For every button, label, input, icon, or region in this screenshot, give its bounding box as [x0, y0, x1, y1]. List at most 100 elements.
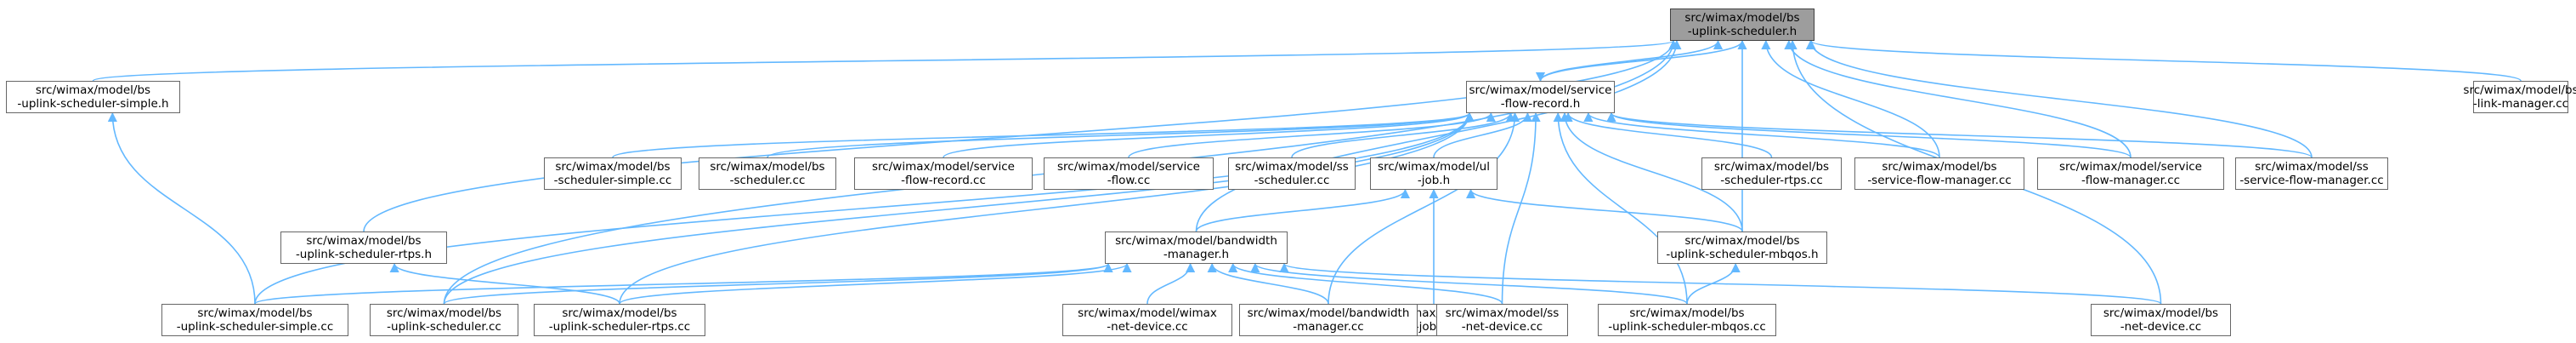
node-label-line: -uplink-scheduler-simple.cc [176, 320, 334, 334]
graph-node-n3[interactable]: src/wimax/model/bs-link-manager.cc [2463, 81, 2576, 113]
graph-node-n14[interactable]: src/wimax/model/bs-uplink-scheduler-rtps… [280, 232, 447, 264]
node-label-line: -scheduler-simple.cc [553, 174, 672, 187]
edge-n19-to-n15 [443, 262, 1113, 305]
node-label-line: -flow-record.cc [901, 174, 986, 187]
edge-n18-to-n2 [254, 111, 1475, 305]
node-label-line: src/wimax/model/wimax [1078, 306, 1217, 320]
graph-node-n4[interactable]: src/wimax/model/bs-scheduler-simple.cc [544, 157, 682, 190]
node-label-line: src/wimax/model/bs [2103, 306, 2219, 320]
graph-node-n10[interactable]: src/wimax/model/bs-scheduler-rtps.cc [1701, 157, 1842, 190]
edge-n17-to-n9 [1466, 188, 1743, 232]
graph-node-n23[interactable]: src/wimax/model/ss-net-device.cc [1436, 304, 1568, 336]
node-label-line: -uplink-scheduler-mbqos.cc [1608, 320, 1766, 334]
graph-node-n5[interactable]: src/wimax/model/bs-scheduler.cc [699, 157, 836, 190]
edge-n22-to-n2 [1328, 111, 1520, 305]
node-label-line: src/wimax/model/bs [710, 160, 825, 174]
edge-layer [92, 39, 2522, 305]
graph-node-n12[interactable]: src/wimax/model/service-flow-manager.cc [2037, 157, 2224, 190]
edge-n20-to-n14 [389, 262, 620, 305]
node-label-line: -scheduler.cc [729, 174, 806, 187]
node-label-line: src/wimax/model/bandwidth [1115, 234, 1277, 248]
edge-n18-to-n15 [254, 262, 1113, 305]
node-label-line: -net-device.cc [2120, 320, 2202, 334]
node-label-line: src/wimax/model/bs [2463, 83, 2576, 97]
edge-n22-to-n15 [1207, 262, 1329, 305]
graph-node-n15[interactable]: src/wimax/model/bandwidth-manager.h [1105, 232, 1288, 264]
node-label-line: -service-flow-manager.cc [2239, 174, 2384, 187]
node-label-line: src/wimax/model/service [872, 160, 1015, 174]
edge-n25-to-n15 [1279, 262, 2162, 305]
node-label-line: src/wimax/model/bs [1629, 306, 1745, 320]
node-label-line: src/wimax/model/bs [555, 160, 671, 174]
node-label-line: src/wimax/model/service [1469, 83, 1612, 97]
node-label-line: src/wimax/model/bandwidth [1247, 306, 1410, 320]
node-label-line: src/wimax/model/bs [1684, 234, 1800, 248]
edge-n15-to-n0 [1195, 39, 1682, 232]
node-label-line: src/wimax/model/ss [1235, 160, 1349, 174]
edge-n8-to-n2 [1291, 111, 1515, 158]
graph-node-n19[interactable]: src/wimax/model/bs-uplink-scheduler.cc [370, 304, 518, 336]
edge-n3-to-n0 [1806, 39, 2522, 82]
edge-n13-to-n0 [1805, 39, 2313, 158]
graph-node-n20[interactable]: src/wimax/model/bs-uplink-scheduler-rtps… [534, 304, 705, 336]
graph-node-n8[interactable]: src/wimax/model/ss-scheduler.cc [1228, 157, 1356, 190]
node-label-line: src/wimax/model/service [1057, 160, 1200, 174]
edge-n10-to-n2 [1563, 111, 1773, 158]
graph-node-n2[interactable]: src/wimax/model/service-flow-record.h [1466, 81, 1615, 113]
graph-node-n1[interactable]: src/wimax/model/bs-uplink-scheduler-simp… [6, 81, 180, 113]
node-label-line: src/wimax/model/bs [197, 306, 313, 320]
node-label-line: -uplink-scheduler-rtps.h [295, 248, 433, 261]
graph-node-n25[interactable]: src/wimax/model/bs-net-device.cc [2091, 304, 2231, 336]
graph-node-n24[interactable]: src/wimax/model/bs-uplink-scheduler-mbqo… [1598, 304, 1776, 336]
node-label-line: src/wimax/model/ss [1445, 306, 1560, 320]
node-label-line: -link-manager.cc [2472, 97, 2569, 111]
edge-n6-to-n2 [943, 111, 1475, 158]
edge-n18-to-n1 [107, 111, 256, 305]
edge-n0-to-n2 [1536, 40, 1743, 83]
graph-node-n18[interactable]: src/wimax/model/bs-uplink-scheduler-simp… [161, 304, 348, 336]
edge-n12-to-n2 [1606, 111, 2132, 158]
edge-n1-to-n0 [92, 39, 1678, 82]
graph-node-n21[interactable]: src/wimax/model/wimax-net-device.cc [1062, 304, 1232, 336]
graph-node-n17[interactable]: src/wimax/model/bs-uplink-scheduler-mbqo… [1657, 232, 1827, 264]
edge-n19-to-n2 [443, 111, 1475, 305]
graph-node-n13[interactable]: src/wimax/model/ss-service-flow-manager.… [2235, 157, 2388, 190]
graph-node-n6[interactable]: src/wimax/model/service-flow-record.cc [854, 157, 1033, 190]
node-label-line: -job.h [1417, 174, 1451, 187]
edge-n2-to-n0 [1539, 39, 1724, 82]
node-label-line: -scheduler.cc [1254, 174, 1330, 187]
node-label-line: -scheduler-rtps.cc [1720, 174, 1823, 187]
node-label-line: src/wimax/model/bs [1684, 11, 1800, 25]
edge-n23-to-n15 [1228, 262, 1503, 305]
edge-n21-to-n15 [1146, 262, 1196, 305]
graph-node-n11[interactable]: src/wimax/model/bs-service-flow-manager.… [1854, 157, 2024, 190]
edge-n11-to-n0 [1761, 39, 1940, 158]
graph-node-n22[interactable]: src/wimax/model/bandwidth-manager.cc [1239, 304, 1418, 336]
edge-n24-to-n15 [1250, 262, 1688, 305]
node-label-line: -flow.cc [1107, 174, 1151, 187]
node-label-line: -net-device.cc [1461, 320, 1543, 334]
graph-node-n9[interactable]: src/wimax/model/ul-job.h [1370, 157, 1497, 190]
edge-n17-to-n2 [1560, 111, 1743, 232]
edge-n20-to-n15 [619, 262, 1132, 305]
edge-n20-to-n2 [619, 111, 1475, 305]
node-label-line: -service-flow-manager.cc [1867, 174, 2012, 187]
edge-n4-to-n2 [612, 111, 1475, 158]
node-label-line: -flow-manager.cc [2081, 174, 2181, 187]
edge-n5-to-n2 [767, 111, 1475, 158]
node-label-line: src/wimax/model/bs [1882, 160, 1997, 174]
node-label-line: src/wimax/model/bs [35, 83, 151, 97]
graph-node-n0[interactable]: src/wimax/model/bs-uplink-scheduler.h [1670, 9, 1815, 41]
edge-n12-to-n0 [1784, 39, 2132, 158]
node-label-line: -uplink-scheduler.cc [387, 320, 501, 334]
node-label-line: -manager.cc [1293, 320, 1364, 334]
node-label-line: -uplink-scheduler-rtps.cc [548, 320, 691, 334]
node-label-line: -uplink-scheduler-simple.h [17, 97, 169, 111]
graph-node-n7[interactable]: src/wimax/model/service-flow.cc [1044, 157, 1214, 190]
node-label-line: src/wimax/model/bs [386, 306, 502, 320]
edge-n24-to-n2 [1553, 111, 1688, 305]
node-label-line: src/wimax/model/service [2059, 160, 2202, 174]
node-label-line: src/wimax/model/ss [2255, 160, 2369, 174]
node-label-line: src/wimax/model/bs [306, 234, 422, 248]
